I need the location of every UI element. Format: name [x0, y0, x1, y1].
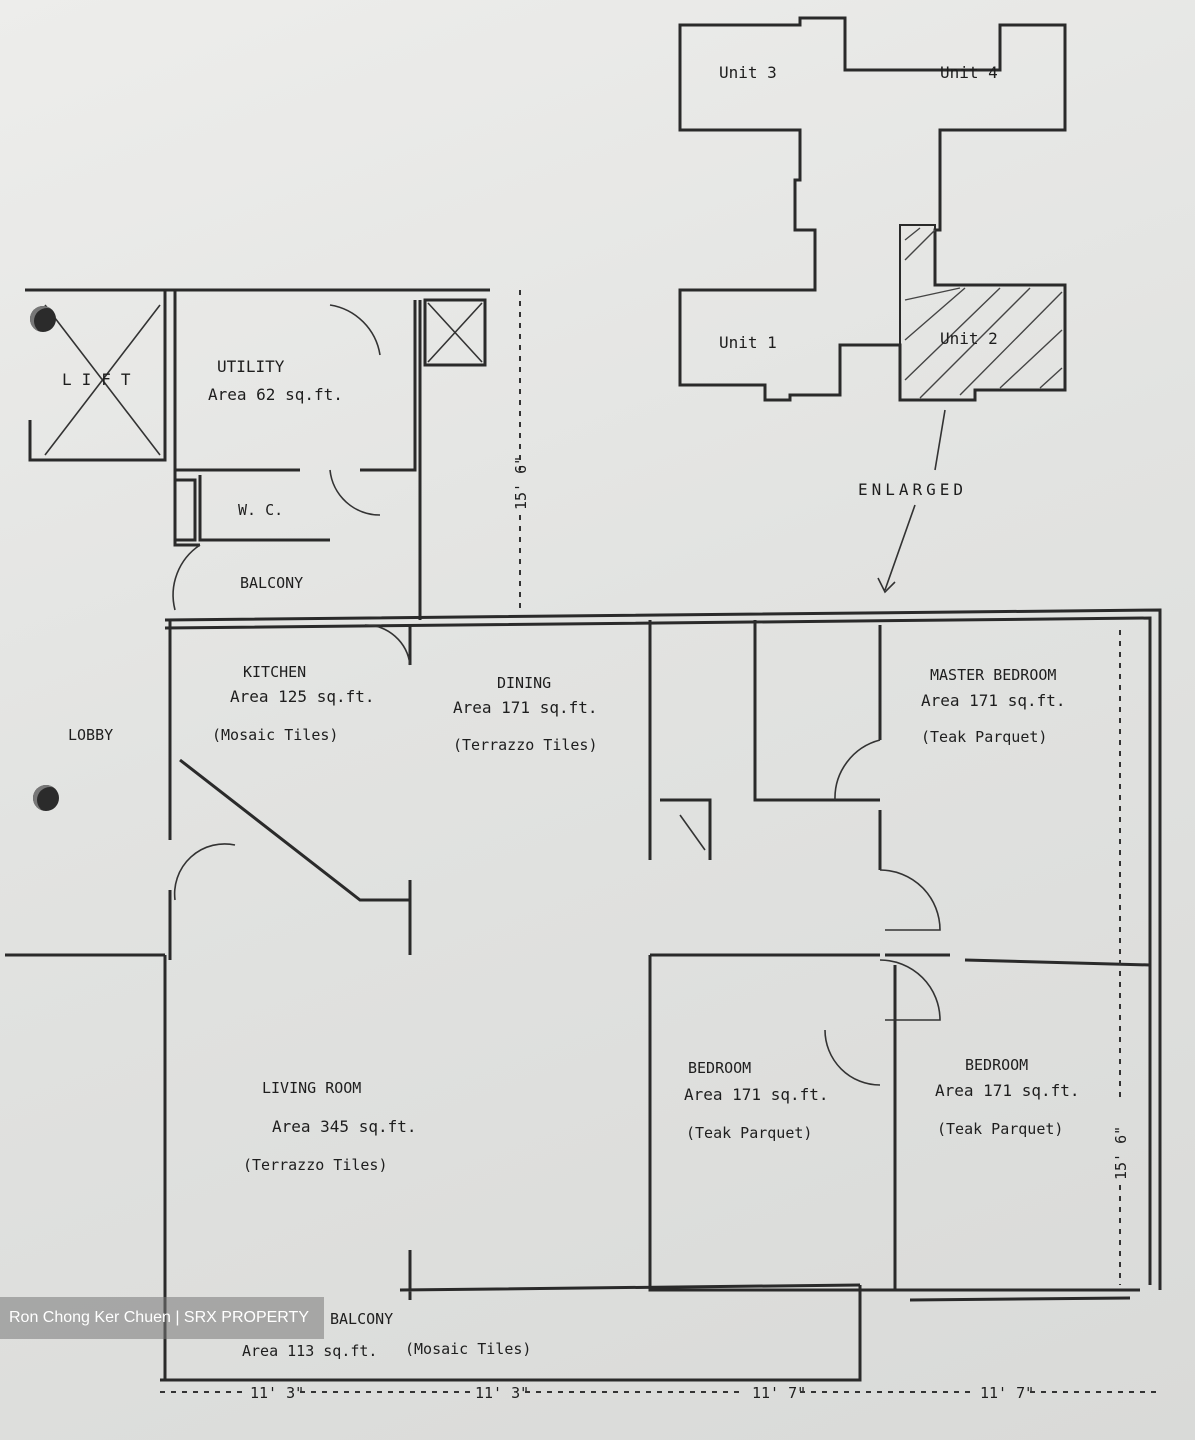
- balcony-lower-finish: (Mosaic Tiles): [405, 1340, 531, 1358]
- dimension-lines: 15' 6" 15' 6" 11' 3" 11' 3" 11' 7" 11' 7…: [160, 290, 1160, 1402]
- dining-area: Area 171 sq.ft.: [453, 698, 598, 717]
- utility-name: UTILITY: [217, 357, 285, 376]
- balcony-lower-name: BALCONY: [330, 1310, 393, 1328]
- bedroom-2-finish: (Teak Parquet): [937, 1120, 1063, 1138]
- enlarged-label: ENLARGED: [858, 480, 967, 499]
- master-bedroom-name: MASTER BEDROOM: [930, 666, 1056, 684]
- kitchen-area: Area 125 sq.ft.: [230, 687, 375, 706]
- utility-area: Area 62 sq.ft.: [208, 385, 343, 404]
- bedroom-2-name: BEDROOM: [965, 1056, 1028, 1074]
- bedroom-1-area: Area 171 sq.ft.: [684, 1085, 829, 1104]
- master-bedroom-area: Area 171 sq.ft.: [921, 691, 1066, 710]
- bedroom-1-finish: (Teak Parquet): [686, 1124, 812, 1142]
- balcony-lower-area: Area 113 sq.ft.: [242, 1342, 377, 1360]
- room-labels: LIFT UTILITY Area 62 sq.ft. W. C. BALCON…: [62, 357, 1080, 1360]
- dimension-bottom-2: 11' 3": [475, 1384, 529, 1402]
- dimension-vertical-right: 15' 6": [1112, 1126, 1130, 1180]
- enlarged-arrow-upper: [934, 409, 946, 471]
- dimension-bottom-4: 11' 7": [980, 1384, 1034, 1402]
- unit-2-label: Unit 2: [940, 329, 998, 348]
- dining-name: DINING: [497, 674, 551, 692]
- balcony-upper-label: BALCONY: [240, 574, 303, 592]
- kitchen-name: KITCHEN: [243, 663, 306, 681]
- dimension-vertical-upper: 15' 6": [512, 456, 530, 510]
- punch-hole: [30, 306, 56, 332]
- lift-label: LIFT: [62, 370, 141, 389]
- unit-1-label: Unit 1: [719, 333, 777, 352]
- punch-hole: [33, 785, 59, 811]
- unit-walls: [5, 288, 1162, 1382]
- unit-4-label: Unit 4: [940, 63, 998, 82]
- living-room-name: LIVING ROOM: [262, 1079, 361, 1097]
- watermark: Ron Chong Ker Chuen | SRX PROPERTY: [0, 1297, 324, 1339]
- dining-finish: (Terrazzo Tiles): [453, 736, 598, 754]
- living-room-area: Area 345 sq.ft.: [272, 1117, 417, 1136]
- lobby-label: LOBBY: [68, 726, 113, 744]
- unit-3-label: Unit 3: [719, 63, 777, 82]
- key-plan: Unit 3 Unit 4 Unit 1 Unit 2 ENLARGED: [678, 16, 1067, 594]
- bedroom-1-name: BEDROOM: [688, 1059, 751, 1077]
- bedroom-2-area: Area 171 sq.ft.: [935, 1081, 1080, 1100]
- wc-label: W. C.: [238, 501, 283, 519]
- enlarged-arrow-lower: [877, 504, 916, 594]
- living-room-finish: (Terrazzo Tiles): [243, 1156, 388, 1174]
- kitchen-finish: (Mosaic Tiles): [212, 726, 338, 744]
- unit-2-hatch: [904, 227, 1063, 399]
- dimension-bottom-3: 11' 7": [752, 1384, 806, 1402]
- master-bedroom-finish: (Teak Parquet): [921, 728, 1047, 746]
- dimension-bottom-1: 11' 3": [250, 1384, 304, 1402]
